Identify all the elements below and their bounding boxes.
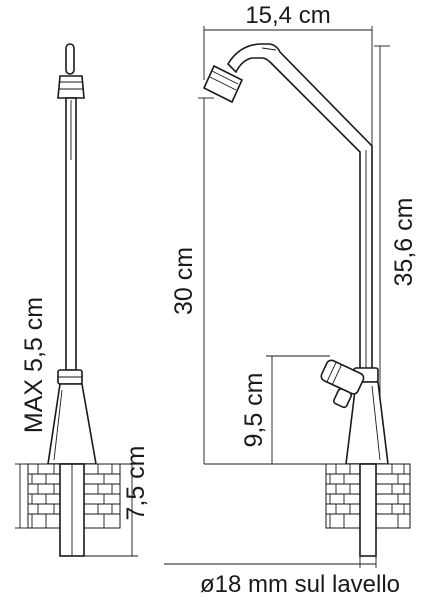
dim-total-height: 35,6 cm [374,45,418,464]
side-spout-tip [65,43,75,75]
dim-handle-height: 9,5 cm [240,355,330,464]
dim-spout-height: 30 cm [170,97,214,464]
front-countertop [325,463,411,557]
front-shank [359,463,377,557]
total-height-label: 35,6 cm [390,198,418,287]
dim-hole-diameter: ø18 mm sul lavello [164,556,400,598]
dim-shank-length: 7,5 cm [84,445,150,557]
dim-max-thickness: MAX 5,5 cm [15,297,48,529]
side-aerator [57,75,85,99]
shank-length-label: 7,5 cm [122,445,150,520]
side-countertop [27,463,121,557]
front-base [320,359,389,465]
front-aerator [202,64,244,104]
spout-height-label: 30 cm [170,247,198,315]
dim-top-width: 15,4 cm [203,2,373,150]
front-handle [320,359,365,409]
front-spout [226,43,373,371]
hole-diameter-label: ø18 mm sul lavello [200,571,400,598]
handle-height-label: 9,5 cm [240,372,268,447]
max-thickness-label: MAX 5,5 cm [20,297,48,433]
side-view [47,43,97,465]
top-width-label: 15,4 cm [245,2,330,29]
